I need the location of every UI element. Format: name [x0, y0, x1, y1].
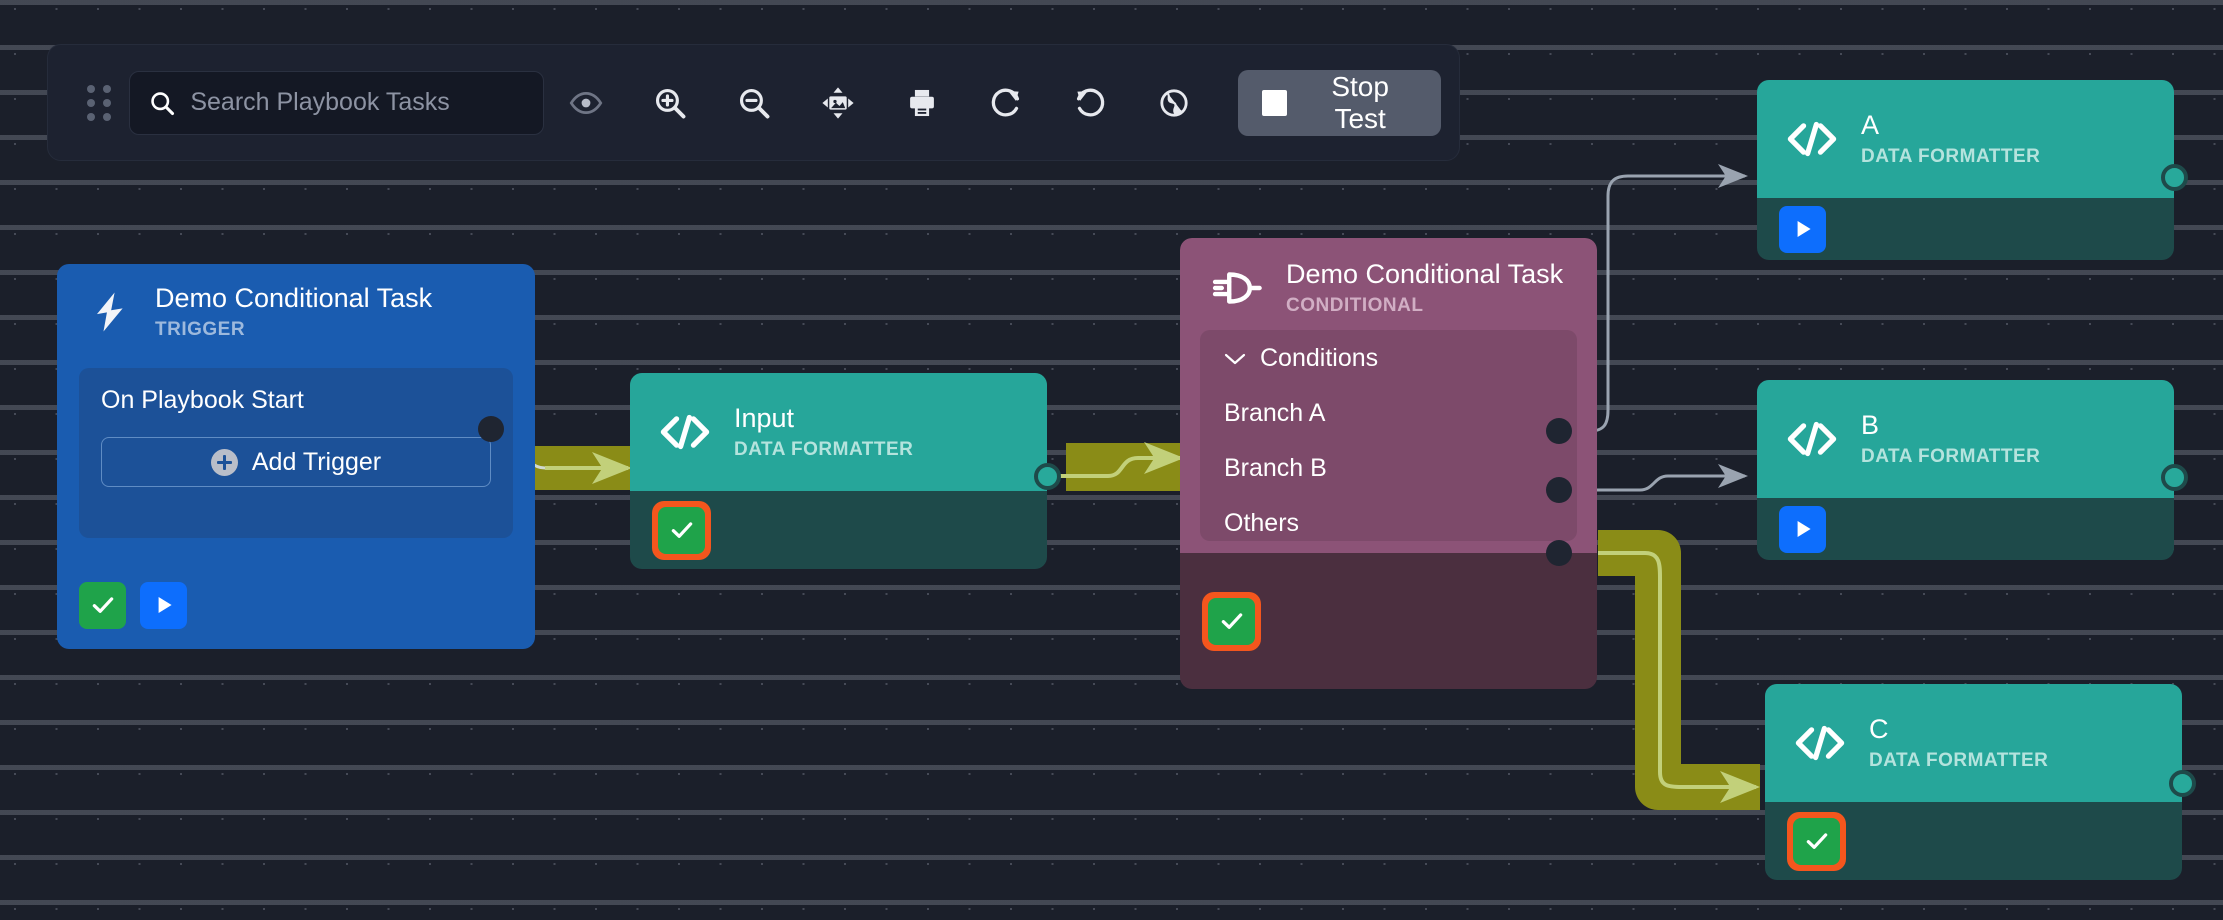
stop-square-icon	[1261, 89, 1288, 116]
node-input-header: Input DATA FORMATTER	[630, 373, 1047, 491]
node-c[interactable]: C DATA FORMATTER	[1765, 684, 2182, 880]
branch-row-a[interactable]: Branch A	[1224, 399, 1553, 428]
chevron-down-icon	[1224, 352, 1246, 366]
port-b-out[interactable]	[2161, 464, 2188, 491]
branch-others-label: Others	[1224, 509, 1300, 537]
plus-circle-icon	[210, 448, 238, 476]
stop-test-button[interactable]: Stop Test	[1237, 69, 1442, 136]
conditional-gate-icon	[1210, 266, 1264, 310]
conditions-panel: Conditions Branch A Branch B Others	[1200, 330, 1577, 541]
port-branch-b-out[interactable]	[1546, 477, 1572, 503]
node-b-subtitle: DATA FORMATTER	[1861, 445, 2041, 467]
node-input-footer	[630, 491, 1047, 569]
node-a-title: A	[1861, 109, 1880, 140]
port-c-out[interactable]	[2169, 770, 2196, 797]
validate-check-highlight	[1787, 811, 1846, 871]
node-a-footer	[1757, 198, 2174, 260]
node-conditional-footer	[1180, 553, 1597, 689]
node-c-title: C	[1869, 713, 1889, 744]
port-a-out[interactable]	[2161, 164, 2188, 191]
node-a-header: A DATA FORMATTER	[1757, 80, 2174, 198]
validate-check-highlight	[1202, 591, 1261, 651]
port-input-out[interactable]	[1034, 463, 1061, 490]
validate-check-button[interactable]	[1208, 597, 1255, 645]
code-brackets-icon	[1793, 721, 1847, 765]
playbook-toolbar[interactable]: Search Playbook Tasks	[47, 44, 1460, 161]
search-placeholder: Search Playbook Tasks	[190, 88, 450, 116]
trigger-row-label: On Playbook Start	[101, 386, 304, 414]
node-b[interactable]: B DATA FORMATTER	[1757, 380, 2174, 560]
validate-check-button[interactable]	[79, 581, 126, 629]
search-icon	[148, 89, 176, 117]
globe-icon[interactable]	[1132, 68, 1216, 138]
redo-icon[interactable]	[964, 68, 1048, 138]
validate-check-highlight	[652, 500, 711, 560]
node-trigger-header: Demo Conditional Task TRIGGER	[57, 264, 535, 360]
edge-branch-a-to-a	[1589, 164, 1748, 433]
validate-check-button[interactable]	[1793, 817, 1840, 865]
node-conditional[interactable]: Demo Conditional Task CONDITIONAL Condit…	[1180, 238, 1597, 689]
node-conditional-title: Demo Conditional Task	[1286, 258, 1564, 289]
branch-row-b[interactable]: Branch B	[1224, 454, 1553, 483]
search-input[interactable]: Search Playbook Tasks	[129, 70, 544, 135]
node-conditional-header: Demo Conditional Task CONDITIONAL	[1180, 238, 1597, 338]
node-c-subtitle: DATA FORMATTER	[1869, 749, 2049, 771]
run-play-button[interactable]	[140, 581, 187, 629]
branch-row-others[interactable]: Others	[1224, 509, 1553, 538]
node-input-title: Input	[734, 402, 795, 433]
zoom-in-icon[interactable]	[628, 68, 712, 138]
node-a[interactable]: A DATA FORMATTER	[1757, 80, 2174, 260]
code-brackets-icon	[1785, 417, 1839, 461]
undo-icon[interactable]	[1048, 68, 1132, 138]
add-trigger-label: Add Trigger	[251, 447, 382, 476]
conditions-toggle[interactable]: Conditions	[1224, 344, 1553, 373]
node-a-subtitle: DATA FORMATTER	[1861, 145, 2041, 167]
fit-to-screen-icon[interactable]	[796, 68, 880, 138]
node-trigger-subtitle: TRIGGER	[155, 318, 246, 340]
node-b-header: B DATA FORMATTER	[1757, 380, 2174, 498]
zoom-out-icon[interactable]	[712, 68, 796, 138]
node-input-subtitle: DATA FORMATTER	[734, 438, 914, 460]
node-conditional-subtitle: CONDITIONAL	[1286, 294, 1424, 316]
validate-check-button[interactable]	[658, 506, 705, 554]
node-input[interactable]: Input DATA FORMATTER	[630, 373, 1047, 569]
drag-handle-icon[interactable]	[82, 83, 115, 123]
node-b-footer	[1757, 498, 2174, 560]
node-trigger-footer	[57, 561, 535, 649]
port-branch-a-out[interactable]	[1546, 418, 1572, 444]
edge-others-to-c	[1598, 530, 1760, 810]
trigger-config-panel: On Playbook Start Add Trigger	[79, 368, 513, 538]
edge-input-to-conditional	[1056, 442, 1186, 491]
branch-b-label: Branch B	[1224, 454, 1327, 482]
code-brackets-icon	[1785, 117, 1839, 161]
node-b-title: B	[1861, 409, 1880, 440]
lightning-bolt-icon	[87, 287, 133, 337]
toolbar-icon-group	[544, 68, 1216, 138]
port-branch-others-out[interactable]	[1546, 540, 1572, 566]
node-trigger-title: Demo Conditional Task	[155, 282, 433, 313]
stop-test-label: Stop Test	[1331, 70, 1389, 134]
run-play-button[interactable]	[1779, 505, 1826, 553]
node-c-footer	[1765, 802, 2182, 880]
node-trigger[interactable]: Demo Conditional Task TRIGGER On Playboo…	[57, 264, 535, 649]
conditions-label: Conditions	[1260, 344, 1379, 372]
code-brackets-icon	[658, 410, 712, 454]
branch-a-label: Branch A	[1224, 399, 1326, 427]
edge-branch-b-to-b	[1592, 464, 1748, 492]
add-trigger-button[interactable]: Add Trigger	[101, 437, 491, 487]
port-trigger-out[interactable]	[478, 416, 504, 442]
node-c-header: C DATA FORMATTER	[1765, 684, 2182, 802]
node-conditional-top: Demo Conditional Task CONDITIONAL Condit…	[1180, 238, 1597, 553]
run-play-button[interactable]	[1779, 205, 1826, 253]
print-icon[interactable]	[880, 68, 964, 138]
preview-eye-icon[interactable]	[544, 68, 628, 138]
